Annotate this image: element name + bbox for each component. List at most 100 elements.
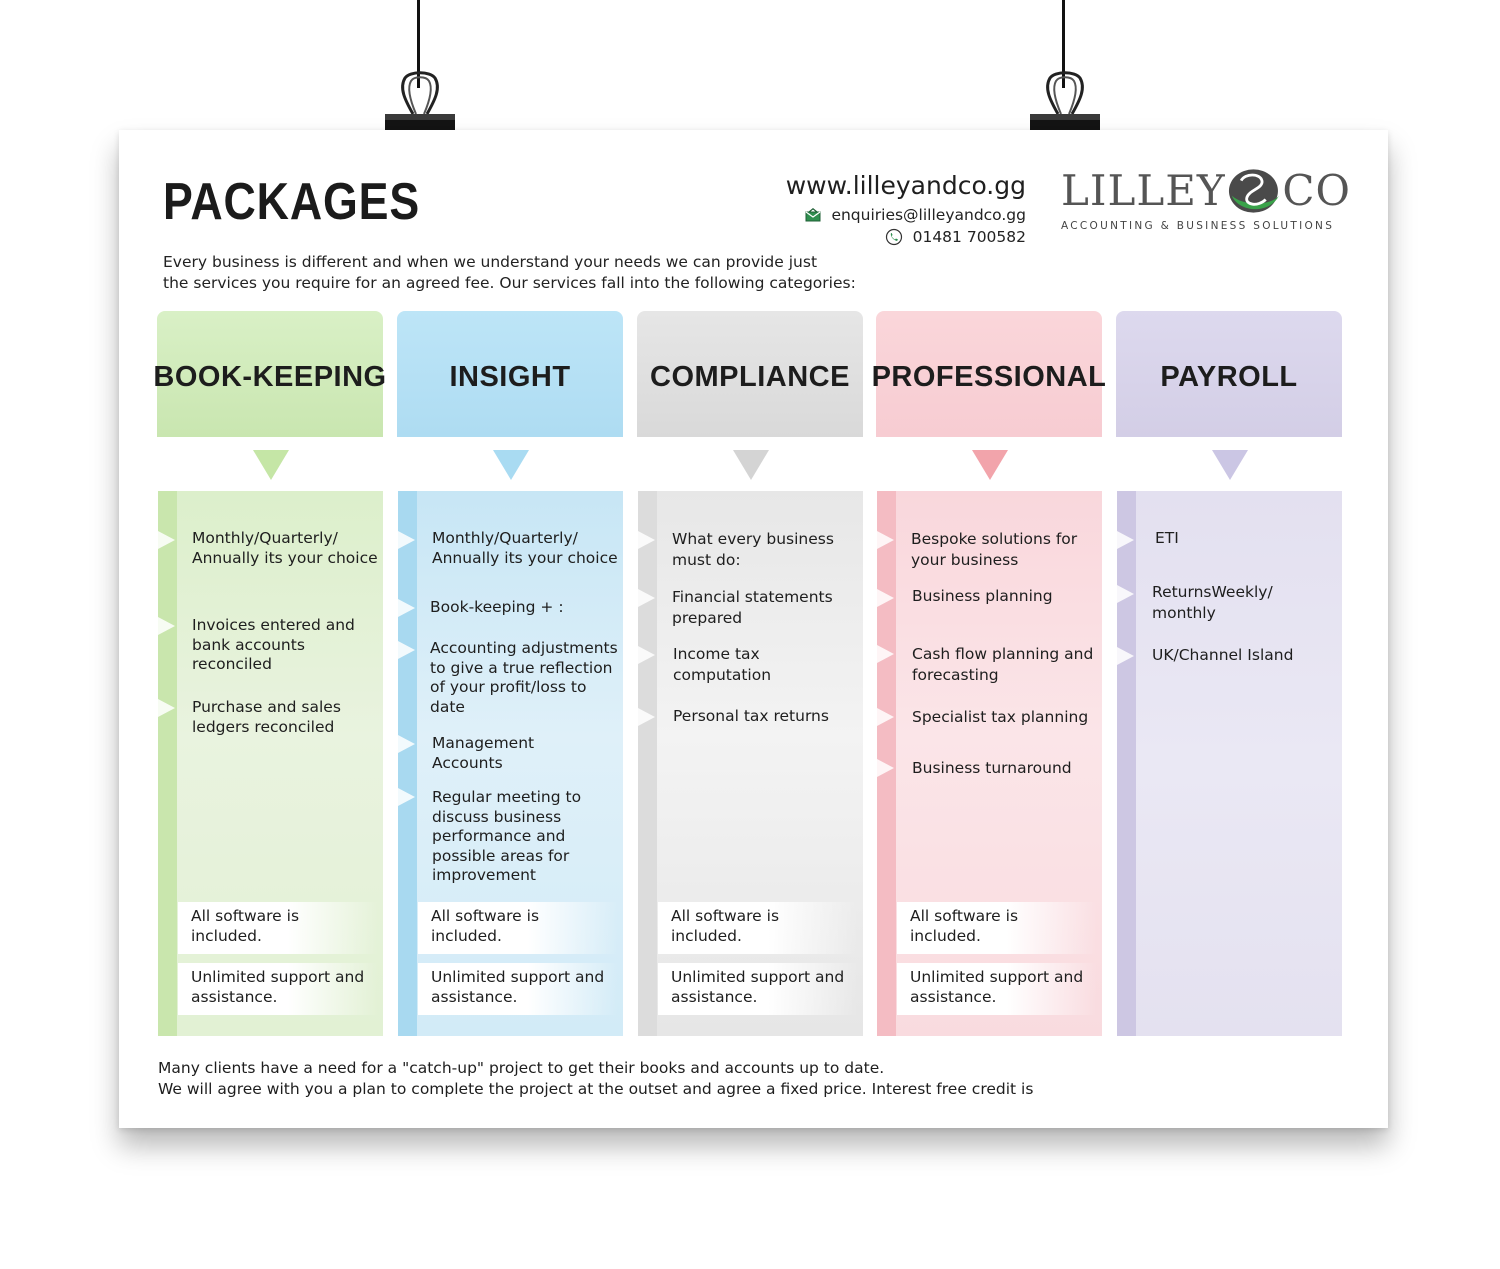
email-row: enquiries@lilleyandco.gg xyxy=(786,206,1026,224)
bullet-marker-icon xyxy=(877,759,894,777)
bullet-marker-icon xyxy=(398,531,415,549)
note-software: All software is included. xyxy=(178,902,378,954)
accent-strip xyxy=(158,491,177,1036)
package-body-compliance: What every business must do: Financial s… xyxy=(638,491,863,1036)
bullet-marker-icon xyxy=(398,788,415,806)
note-software: All software is included. xyxy=(418,902,618,954)
list-item: Regular meeting to discuss business perf… xyxy=(432,788,582,884)
contact-block: www.lilleyandco.gg enquiries@lilleyandco… xyxy=(786,170,1026,246)
down-arrow-icon xyxy=(733,450,769,480)
list-item: Income tax computation xyxy=(673,645,772,684)
bullet-marker-icon xyxy=(398,641,415,659)
package-column-compliance: COMPLIANCE What every business must do: … xyxy=(637,311,863,1036)
list-item: Business turnaround xyxy=(912,759,1072,777)
note-support: Unlimited support and assistance. xyxy=(897,963,1097,1015)
email-link[interactable]: enquiries@lilleyandco.gg xyxy=(831,206,1026,224)
package-title-compliance: COMPLIANCE xyxy=(650,360,850,393)
list-item: What every business must do: xyxy=(672,530,834,569)
list-item: Financial statements prepared xyxy=(672,588,833,627)
list-item: ReturnsWeekly/ monthly xyxy=(1152,583,1273,622)
package-column-bookkeeping: BOOK-KEEPING Monthly/Quarterly/ Annually… xyxy=(153,311,386,1036)
list-item: ETI xyxy=(1155,529,1179,547)
package-body-payroll: ETI ReturnsWeekly/ monthly UK/Channel Is… xyxy=(1117,491,1342,1036)
package-header-professional: PROFESSIONAL xyxy=(872,311,1106,437)
package-body-bookkeeping: Monthly/Quarterly/ Annually its your cho… xyxy=(158,491,383,1036)
page-title: PACKAGES xyxy=(163,173,421,231)
package-header-insight: INSIGHT xyxy=(397,311,623,437)
package-body-professional: Bespoke solutions for your business Busi… xyxy=(877,491,1102,1036)
bullet-marker-icon xyxy=(638,531,655,549)
phone-icon xyxy=(885,228,902,246)
envelope-icon xyxy=(805,208,821,222)
package-column-professional: PROFESSIONAL Bespoke solutions for your … xyxy=(872,311,1106,1036)
bullet-marker-icon xyxy=(638,708,655,726)
list-item: Management Accounts xyxy=(432,734,535,772)
bullet-marker-icon xyxy=(1117,585,1134,603)
list-item: Bespoke solutions for your business xyxy=(911,530,1078,569)
package-column-insight: INSIGHT Monthly/Quarterly/ Annually its … xyxy=(397,311,623,1036)
phone-number[interactable]: 01481 700582 xyxy=(912,228,1026,246)
bullet-marker-icon xyxy=(1117,647,1134,665)
list-item: Accounting adjustments to give a true re… xyxy=(430,639,618,716)
bullet-marker-icon xyxy=(158,699,175,717)
ampersand-logo-icon xyxy=(1228,169,1279,213)
package-title-professional: PROFESSIONAL xyxy=(871,360,1107,393)
list-item: Invoices entered and bank accounts recon… xyxy=(192,616,355,673)
bullet-marker-icon xyxy=(398,735,415,753)
phone-row: 01481 700582 xyxy=(786,228,1026,246)
bullet-marker-icon xyxy=(877,708,894,726)
bullet-marker-icon xyxy=(1117,531,1134,549)
package-header-payroll: PAYROLL xyxy=(1116,311,1342,437)
hanging-wire-left xyxy=(417,0,420,88)
intro-line-2: the services you require for an agreed f… xyxy=(163,274,856,292)
note-support: Unlimited support and assistance. xyxy=(418,963,618,1015)
list-item: Cash flow planning and forecasting xyxy=(912,645,1094,684)
list-item: Business planning xyxy=(912,587,1053,605)
accent-strip xyxy=(638,491,657,1036)
hanging-wire-right xyxy=(1062,0,1065,88)
list-item: UK/Channel Island xyxy=(1152,646,1294,664)
list-item: Monthly/Quarterly/ Annually its your cho… xyxy=(432,529,618,567)
bullet-marker-icon xyxy=(398,599,415,617)
logo-wordmark: LILLEY CO xyxy=(1061,166,1351,216)
intro-line-1: Every business is different and when we … xyxy=(163,253,818,271)
bullet-marker-icon xyxy=(638,589,655,607)
note-support: Unlimited support and assistance. xyxy=(178,963,378,1015)
bullet-marker-icon xyxy=(158,531,175,549)
bullet-marker-icon xyxy=(877,531,894,549)
package-title-insight: INSIGHT xyxy=(449,360,571,393)
logo-word-right: CO xyxy=(1282,166,1351,215)
footer-line-1: Many clients have a need for a "catch-up… xyxy=(158,1059,885,1077)
down-arrow-icon xyxy=(1212,450,1248,480)
bullet-marker-icon xyxy=(877,589,894,607)
package-column-payroll: PAYROLL ETI ReturnsWeekly/ monthly UK/Ch… xyxy=(1116,311,1342,1036)
package-header-bookkeeping: BOOK-KEEPING xyxy=(153,311,386,437)
accent-strip xyxy=(398,491,417,1036)
intro-text: Every business is different and when we … xyxy=(163,252,883,294)
list-item: Purchase and sales ledgers reconciled xyxy=(192,698,341,736)
list-item: Monthly/Quarterly/ Annually its your cho… xyxy=(192,529,378,567)
bullet-marker-icon xyxy=(158,617,175,635)
note-software: All software is included. xyxy=(897,902,1097,954)
logo-word-left: LILLEY xyxy=(1061,166,1226,215)
note-support: Unlimited support and assistance. xyxy=(658,963,858,1015)
footer-text: Many clients have a need for a "catch-up… xyxy=(158,1058,1258,1100)
company-logo: LILLEY CO ACCOUNTING & BUSINESS SOLUTION… xyxy=(1061,166,1351,233)
poster-sheet: PACKAGES Every business is different and… xyxy=(119,130,1388,1128)
bullet-marker-icon xyxy=(638,646,655,664)
note-software: All software is included. xyxy=(658,902,858,954)
list-item: Specialist tax planning xyxy=(912,708,1089,726)
down-arrow-icon xyxy=(493,450,529,480)
logo-tagline: ACCOUNTING & BUSINESS SOLUTIONS xyxy=(1061,220,1335,232)
website-link[interactable]: www.lilleyandco.gg xyxy=(785,171,1026,200)
package-title-payroll: PAYROLL xyxy=(1160,360,1298,393)
down-arrow-icon xyxy=(253,450,289,480)
package-title-bookkeeping: BOOK-KEEPING xyxy=(153,360,387,393)
accent-strip xyxy=(1117,491,1136,1036)
package-body-insight: Monthly/Quarterly/ Annually its your cho… xyxy=(398,491,623,1036)
list-item: Personal tax returns xyxy=(673,707,829,725)
down-arrow-icon xyxy=(972,450,1008,480)
bullet-marker-icon xyxy=(877,645,894,663)
list-item: Book-keeping + : xyxy=(430,598,564,616)
footer-line-2: We will agree with you a plan to complet… xyxy=(158,1080,1034,1098)
